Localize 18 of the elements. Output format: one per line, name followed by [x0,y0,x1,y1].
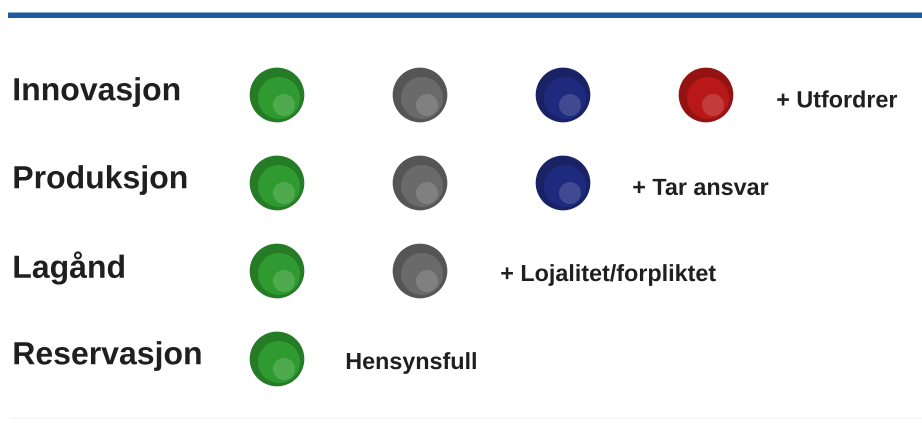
ball [250,332,304,386]
trait-label: + Lojalitet/forpliktet [501,264,716,286]
trait-label: + Tar ansvar [633,178,768,196]
ball [392,68,448,122]
ball [536,68,590,122]
row-heading: Produksjon [14,165,186,195]
ball [536,156,590,210]
ball [392,244,448,298]
ball [250,68,304,122]
row-heading: Innovasjon [14,77,180,107]
ball [250,244,304,298]
ball [678,68,734,122]
row-heading: Reservasjon [14,341,201,371]
row-heading: Lagånd [14,251,124,285]
trait-label: + Utfordrer [777,90,898,108]
ball [392,156,448,210]
ball [250,156,304,210]
trait-label: Hensynsfull [346,352,476,374]
